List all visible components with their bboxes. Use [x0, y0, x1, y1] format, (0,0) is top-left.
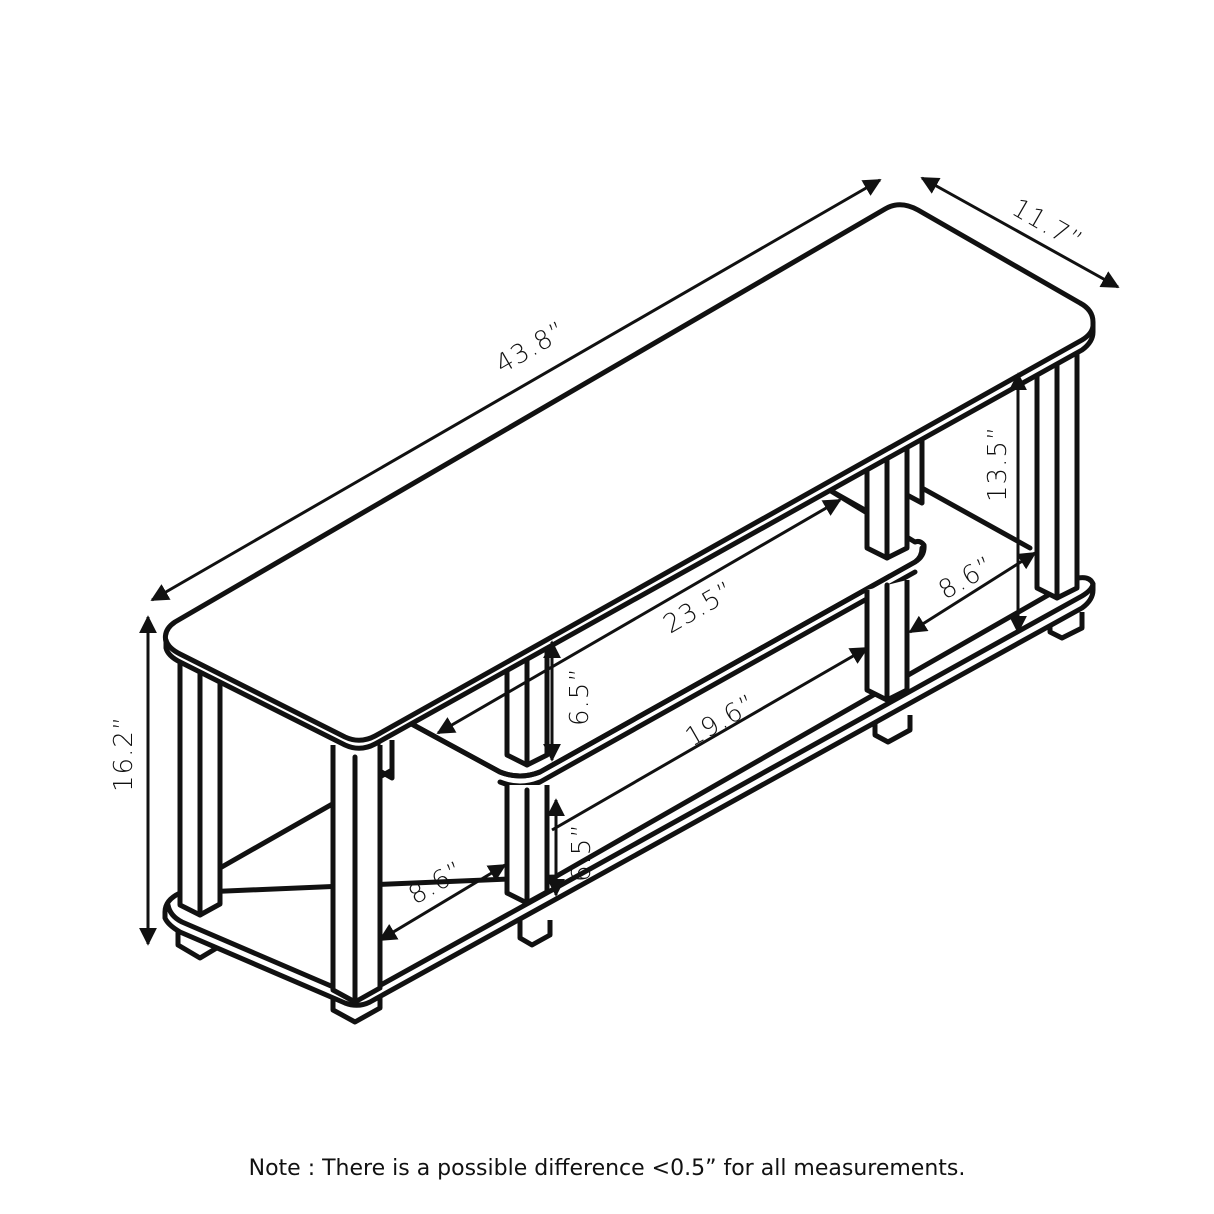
dim-line-width [150, 178, 882, 602]
dim-line-depth [920, 176, 1120, 289]
label-mid-lower-height: 6.5” [567, 823, 597, 882]
label-overall-width: 43.8” [491, 316, 572, 380]
label-mid-upper-height: 6.5” [565, 667, 595, 726]
dim-line-middle-width [436, 498, 842, 735]
label-overall-height: 16.2” [109, 716, 139, 792]
label-top-clearance: 13.5” [983, 426, 1013, 502]
foot-mid-back [872, 715, 913, 745]
dim-line-left-depth [378, 863, 507, 942]
measurement-note: Note : There is a possible difference <0… [248, 1156, 966, 1181]
dim-line-lower-width [551, 646, 869, 832]
dim-line-right-depth [908, 551, 1037, 634]
foot-mid [517, 920, 553, 948]
dimension-lines [139, 176, 1120, 946]
